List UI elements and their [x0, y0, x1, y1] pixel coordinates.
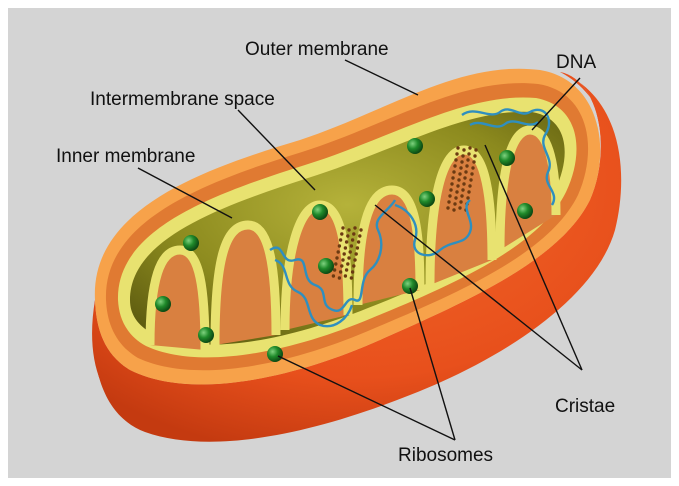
granule-dot — [461, 188, 464, 191]
ribosome — [183, 235, 199, 251]
granule-dot — [474, 148, 477, 151]
granule-dot — [471, 166, 474, 169]
granule-dot — [452, 170, 455, 173]
granule-dot — [351, 238, 354, 241]
granule-dot — [344, 274, 347, 277]
granule-dot — [470, 172, 473, 175]
granule-dot — [338, 244, 341, 247]
granule-dot — [460, 194, 463, 197]
granule-dot — [349, 250, 352, 253]
granule-dot — [359, 228, 362, 231]
ribosome — [312, 204, 328, 220]
granule-dot — [448, 194, 451, 197]
granule-dot — [337, 250, 340, 253]
granule-dot — [355, 252, 358, 255]
label-outer-membrane: Outer membrane — [245, 39, 389, 60]
ribosome — [499, 150, 515, 166]
granule-dot — [353, 226, 356, 229]
ribosome — [402, 278, 418, 294]
granule-dot — [461, 154, 464, 157]
granule-dot — [350, 244, 353, 247]
granule-dot — [473, 154, 476, 157]
granule-dot — [463, 176, 466, 179]
granule-dot — [462, 182, 465, 185]
granule-dot — [458, 206, 461, 209]
granule-dot — [332, 274, 335, 277]
granule-dot — [353, 258, 356, 261]
granule-dot — [462, 148, 465, 151]
granule-dot — [450, 182, 453, 185]
granule-dot — [459, 166, 462, 169]
ribosome — [318, 258, 334, 274]
granule-dot — [453, 164, 456, 167]
granule-dot — [351, 270, 354, 273]
granule-dot — [340, 264, 343, 267]
granule-dot — [339, 238, 342, 241]
granule-dot — [452, 208, 455, 211]
granule-dot — [356, 246, 359, 249]
granule-dot — [454, 158, 457, 161]
ribosome — [419, 191, 435, 207]
granule-dot — [449, 188, 452, 191]
granule-dot — [446, 206, 449, 209]
granule-dot — [335, 256, 338, 259]
granule-dot — [472, 160, 475, 163]
granule-dot — [459, 200, 462, 203]
label-inner-membrane: Inner membrane — [56, 146, 195, 167]
granule-dot — [350, 276, 353, 279]
granule-dot — [357, 240, 360, 243]
granule-dot — [455, 152, 458, 155]
granule-dot — [339, 270, 342, 273]
granule-dot — [358, 234, 361, 237]
granule-dot — [347, 228, 350, 231]
granule-dot — [341, 258, 344, 261]
ribosome — [267, 346, 283, 362]
granule-dot — [456, 184, 459, 187]
granule-dot — [454, 196, 457, 199]
granule-dot — [347, 256, 350, 259]
granule-dot — [340, 232, 343, 235]
ribosome — [155, 296, 171, 312]
granule-dot — [352, 264, 355, 267]
granule-dot — [345, 240, 348, 243]
granule-dot — [455, 190, 458, 193]
ribosome — [407, 138, 423, 154]
granule-dot — [457, 178, 460, 181]
label-intermembrane-space: Intermembrane space — [90, 89, 275, 110]
granule-dot — [467, 152, 470, 155]
granule-dot — [334, 262, 337, 265]
granule-dot — [456, 146, 459, 149]
granule-dot — [458, 172, 461, 175]
granule-dot — [469, 178, 472, 181]
granule-dot — [343, 252, 346, 255]
ribosome — [198, 327, 214, 343]
granule-dot — [453, 202, 456, 205]
granule-dot — [447, 200, 450, 203]
label-ribosomes: Ribosomes — [398, 445, 493, 466]
granule-dot — [465, 164, 468, 167]
granule-dot — [464, 170, 467, 173]
granule-dot — [466, 158, 469, 161]
granule-dot — [460, 160, 463, 163]
granule-dot — [341, 226, 344, 229]
crista-fold — [215, 225, 276, 345]
granule-dot — [468, 146, 471, 149]
granule-dot — [346, 262, 349, 265]
granule-dot — [344, 246, 347, 249]
granule-dot — [451, 176, 454, 179]
granule-dot — [467, 190, 470, 193]
granule-dot — [352, 232, 355, 235]
granule-dot — [468, 184, 471, 187]
ribosome — [517, 203, 533, 219]
granule-dot — [345, 268, 348, 271]
label-cristae: Cristae — [555, 396, 615, 417]
label-dna: DNA — [556, 52, 596, 73]
granule-dot — [346, 234, 349, 237]
granule-dot — [338, 276, 341, 279]
